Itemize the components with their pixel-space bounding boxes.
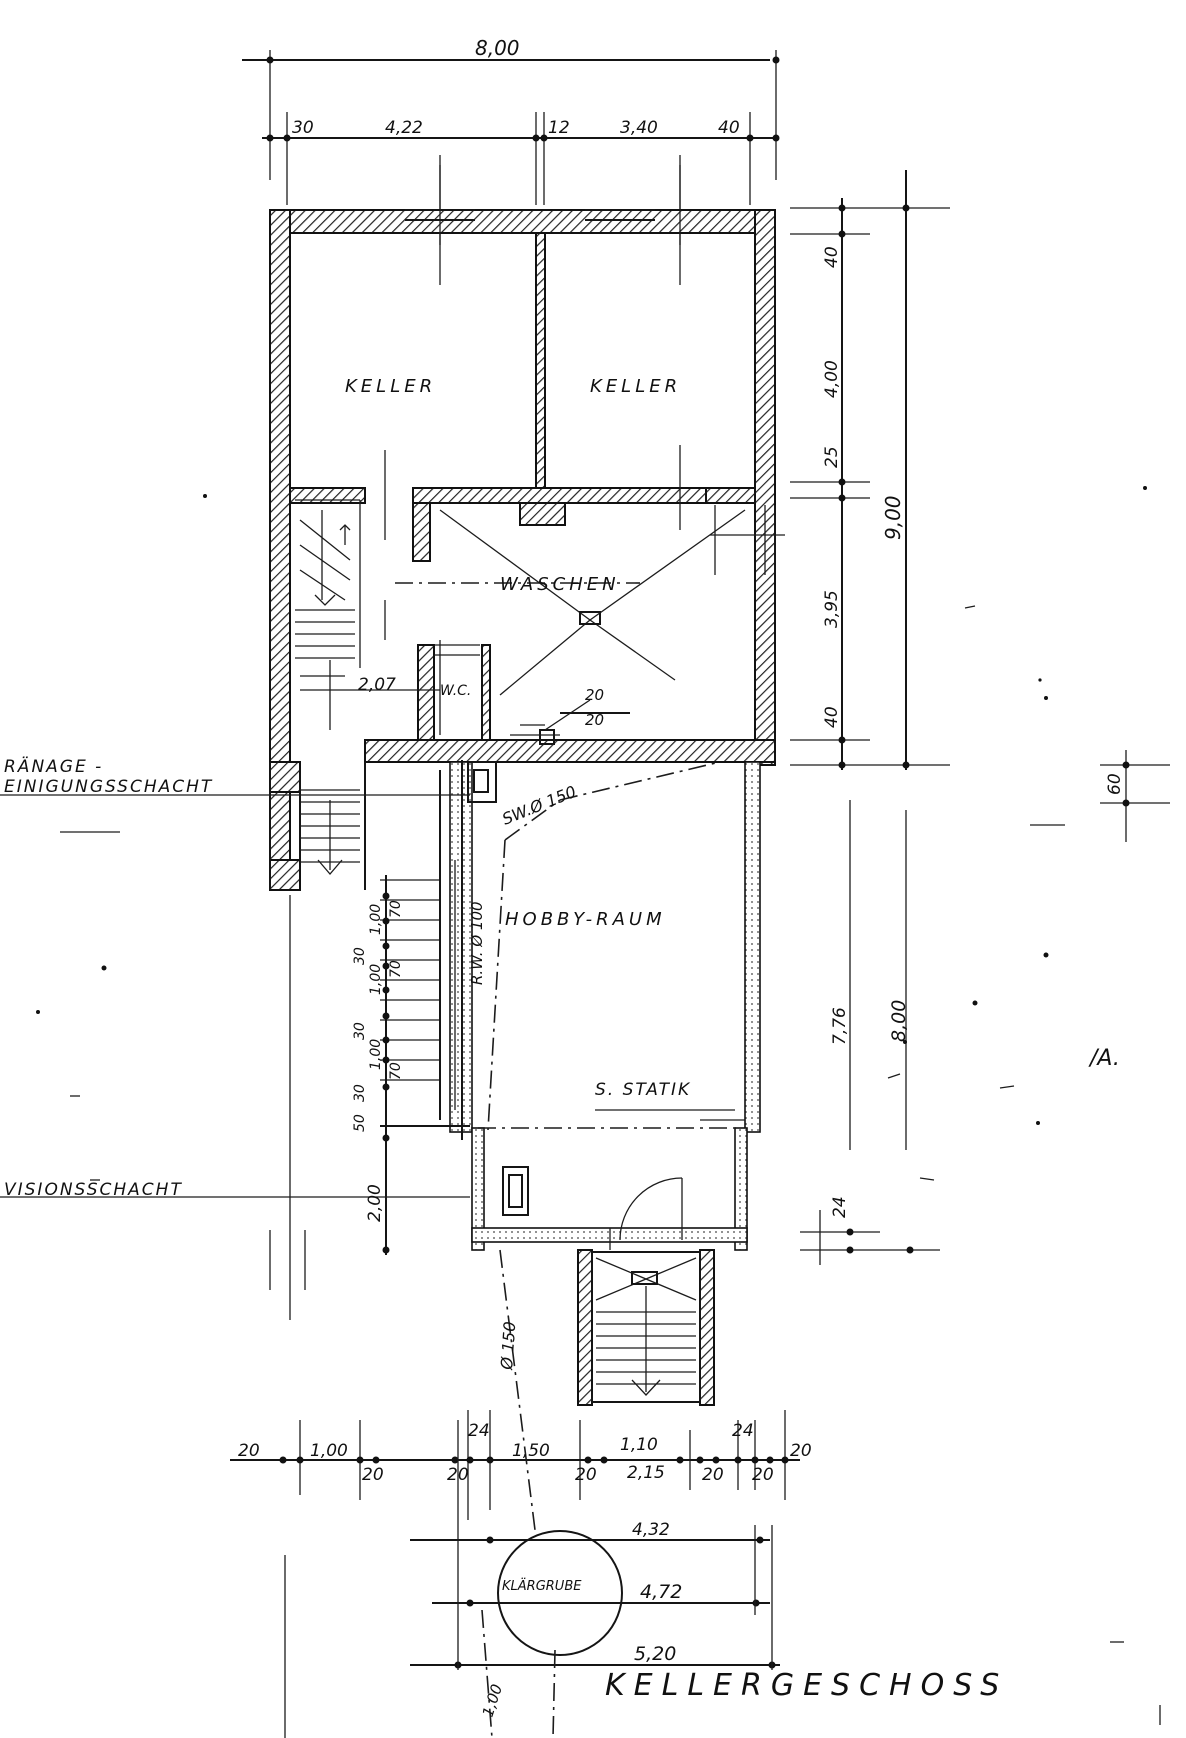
dim-right-24: 24 (830, 1196, 850, 1218)
room-label-klaergrube: KLÄRGRUBE (502, 1578, 582, 1594)
bottom-dimension-chain (230, 1420, 800, 1670)
dim-bot-100-diagonal: 1,00 (479, 1682, 506, 1719)
dim-vent-20a: 20 (585, 686, 604, 704)
dim-top-12: 12 (548, 118, 570, 138)
dim-top-340: 3,40 (620, 118, 658, 138)
scan-specks (36, 486, 1147, 1643)
room-label-waschen: WASCHEN (500, 574, 620, 595)
upper-staircase (295, 499, 361, 677)
right-dimension-lines (790, 170, 1170, 1265)
dim-bot-20c: 20 (447, 1465, 469, 1485)
dim-left-100c: 1,00 (368, 1039, 384, 1070)
room-labels: KELLER KELLER WASCHEN W.C. HOBBY-RAUM KL… (345, 376, 681, 1594)
dim-bot-110: 1,10 (620, 1435, 658, 1455)
drawing-title: KELLERGESCHOSS (605, 1668, 1008, 1703)
pipe-diameter-label: Ø 150 (497, 1321, 519, 1371)
dim-right-776: 7,76 (830, 1007, 850, 1045)
dim-left-70b: 70 (388, 960, 404, 978)
dim-right-395: 3,95 (822, 590, 842, 628)
dim-bot-24b: 24 (732, 1421, 754, 1441)
dim-top-422: 4,22 (385, 118, 423, 138)
dim-bot-20g: 20 (790, 1441, 812, 1461)
side-mark: /A. (1088, 1046, 1120, 1071)
dim-left-100a: 1,00 (368, 904, 384, 935)
dim-wc-207: 2,07 (358, 675, 396, 695)
dim-left-70c: 70 (388, 1062, 404, 1080)
dim-bot-24a: 24 (468, 1421, 490, 1441)
left-dimension-chain (382, 875, 390, 1255)
dim-bot-215: 2,15 (627, 1463, 665, 1483)
revision-shaft-label: VISIONSSCHACHT (4, 1180, 183, 1200)
dim-top-total: 8,00 (475, 36, 520, 60)
lower-block-walls (269, 761, 761, 1251)
sw-pipe-label: SW.Ø 150 (499, 782, 578, 829)
dim-bot-20b: 20 (362, 1465, 384, 1485)
dim-right-40b: 40 (822, 706, 842, 728)
dim-bot-20a: 20 (238, 1441, 260, 1461)
dim-vent-20b: 20 (585, 711, 604, 729)
dim-bot-20f: 20 (752, 1465, 774, 1485)
upper-block-walls (269, 209, 776, 891)
dim-left-70a: 70 (388, 900, 404, 918)
dim-left-30b: 30 (352, 1022, 368, 1040)
dim-left-100b: 1,00 (368, 964, 384, 995)
light-well-steps (380, 760, 470, 1140)
dim-bot-150: 1,50 (512, 1441, 550, 1461)
dim-left-200: 2,00 (365, 1184, 385, 1222)
dim-right-900: 9,00 (881, 495, 905, 540)
dim-bot-472: 4,72 (640, 1581, 682, 1603)
drainage-label-line2: EINIGUNGSSCHACHT (4, 777, 213, 797)
drainage-label-line1: RÄNAGE - (4, 756, 103, 777)
dim-right-40: 40 (822, 246, 842, 268)
left-annotation-lines (0, 794, 470, 1290)
dim-bot-432: 4,32 (632, 1520, 670, 1540)
statik-note: S. STATIK (595, 1080, 691, 1100)
rw-pipe-label: R.W. Ø 100 (468, 901, 486, 985)
dim-bot-100: 1,00 (310, 1441, 348, 1461)
dim-right-60: 60 (1105, 773, 1125, 795)
upper-construction-lines (300, 165, 681, 730)
waschen-details (395, 505, 785, 745)
room-label-hobby: HOBBY-RAUM (505, 909, 666, 930)
drainage-stair-shaft (300, 789, 360, 875)
dim-right-800: 8,00 (888, 1000, 910, 1042)
dim-left-30c: 30 (352, 1084, 368, 1102)
dim-top-40: 40 (718, 118, 740, 138)
septic-tank (481, 1249, 623, 1738)
dim-bot-20e: 20 (702, 1465, 724, 1485)
dim-bot-520: 5,20 (634, 1643, 676, 1665)
lower-construction-lines (284, 895, 1161, 1738)
dim-top-30: 30 (292, 118, 314, 138)
entrance-staircase (577, 1249, 715, 1406)
dim-bot-20d: 20 (575, 1465, 597, 1485)
hobby-room-details (478, 761, 745, 1250)
room-label-wc: W.C. (440, 683, 471, 699)
dimension-labels: 8,00 30 4,22 12 3,40 40 40 4,00 25 3,95 … (238, 36, 1125, 1719)
dim-right-400: 4,00 (822, 360, 842, 398)
room-label-keller-right: KELLER (590, 376, 681, 397)
room-label-keller-left: KELLER (345, 376, 436, 397)
dim-left-30a: 30 (352, 947, 368, 965)
dim-right-25: 25 (822, 446, 842, 468)
dim-left-50: 50 (352, 1114, 368, 1132)
